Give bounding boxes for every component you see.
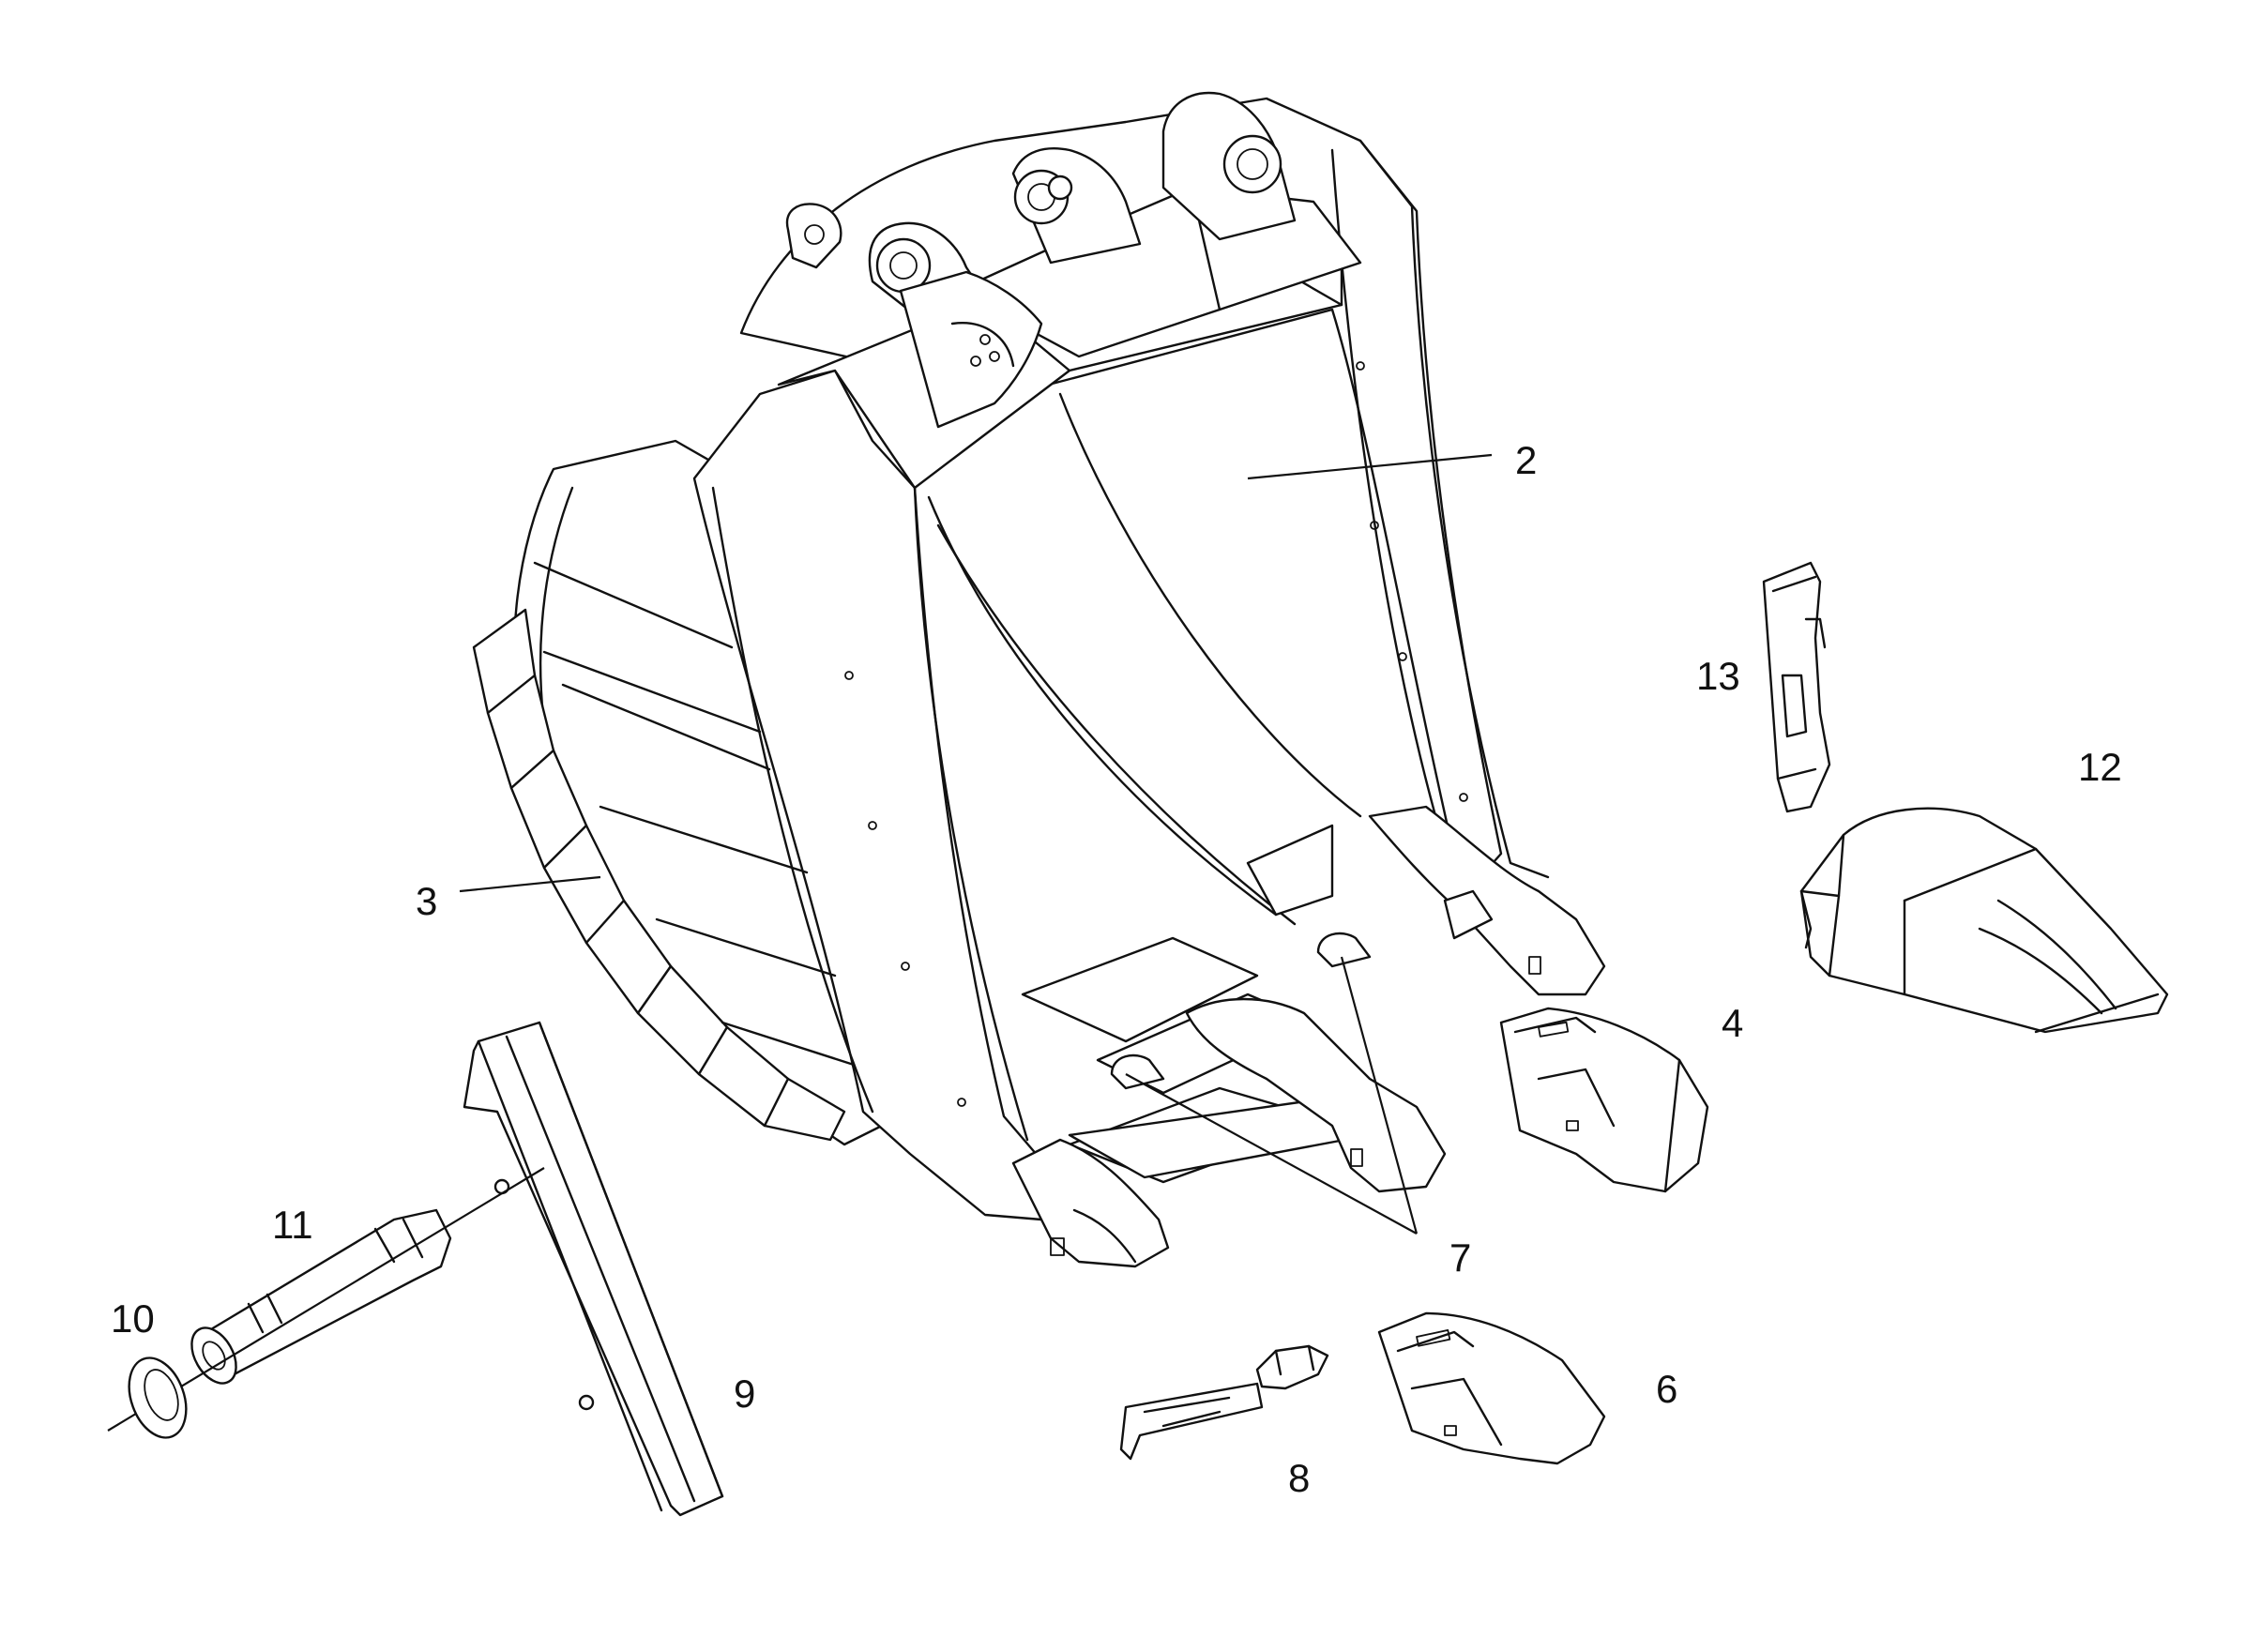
part-6-tooth (1377, 1311, 1606, 1465)
callout-3: 3 (416, 879, 437, 923)
side-cutter-segments (472, 608, 846, 1142)
leader-lines (459, 453, 1493, 1235)
part-8-lock (1119, 1344, 1329, 1461)
callout-11: 11 (272, 1203, 313, 1247)
leader-2 (1247, 453, 1493, 480)
part-12-tooth (1799, 807, 2169, 1034)
callout-12: 12 (2078, 745, 2122, 789)
part-4-tooth (1499, 1007, 1709, 1193)
callout-7: 7 (1449, 1235, 1471, 1280)
callout-4: 4 (1722, 1001, 1743, 1045)
bucket-body (472, 91, 1550, 1221)
callout-labels: 2 3 4 6 7 8 9 10 11 12 13 (111, 438, 2122, 1500)
callout-6: 6 (1656, 1367, 1677, 1411)
callout-10: 10 (111, 1296, 155, 1341)
part-10-washer (128, 1356, 188, 1439)
callout-8: 8 (1288, 1456, 1310, 1500)
callout-9: 9 (734, 1372, 755, 1416)
callout-2: 2 (1515, 438, 1537, 482)
lift-eye (785, 203, 842, 269)
tooth-adapters-mounted (1011, 805, 1606, 1268)
floor-lug-2 (1316, 932, 1372, 968)
floor-plate-1 (1021, 936, 1259, 1043)
part-9-side-cutter (463, 1021, 724, 1517)
leader-7b (1340, 956, 1419, 1235)
floor-lug-1 (1110, 1053, 1165, 1090)
callout-13: 13 (1696, 654, 1740, 698)
part-13-lock (1762, 561, 1831, 813)
leader-3 (459, 875, 601, 893)
leader-7a (1125, 1073, 1418, 1235)
